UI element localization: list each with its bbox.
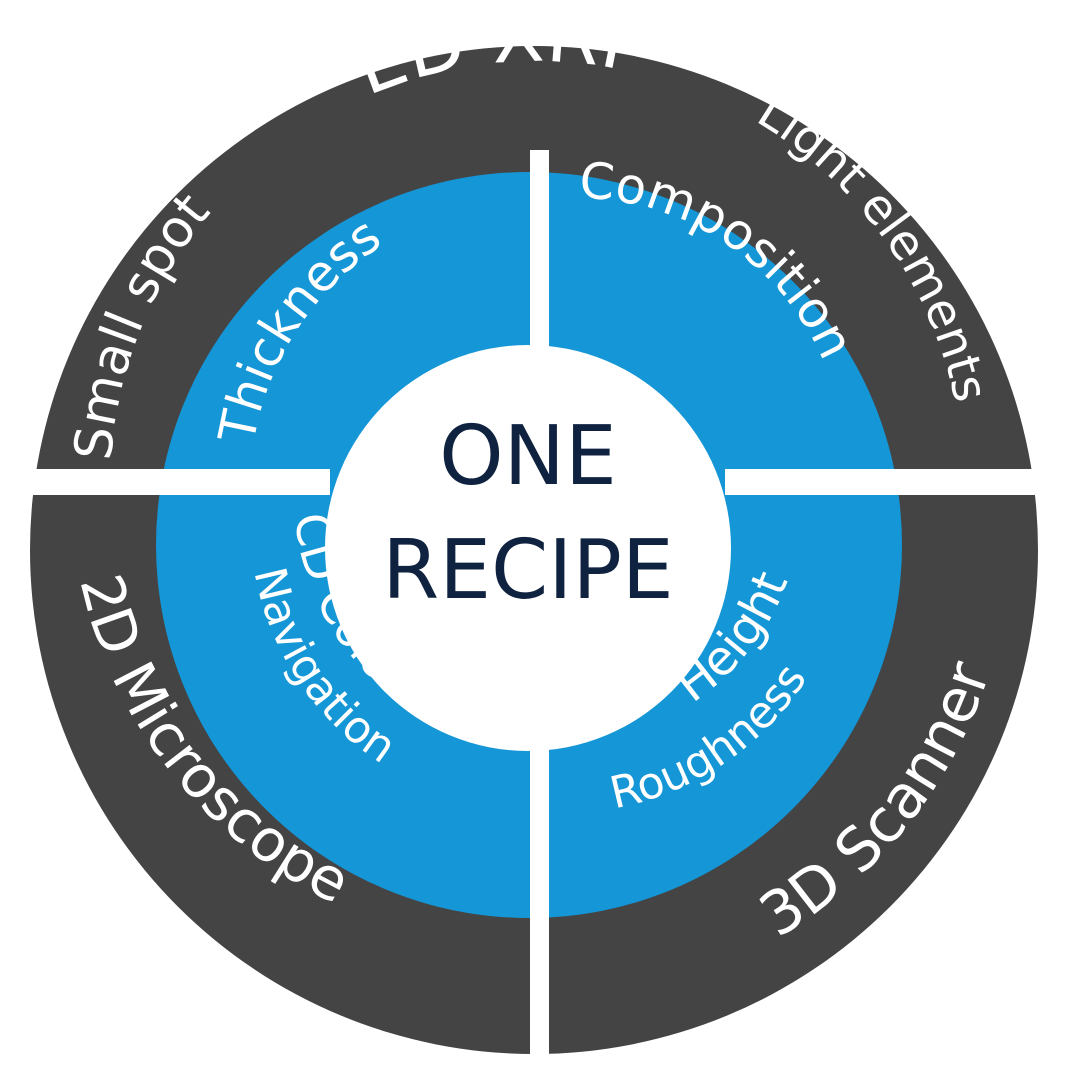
center-label-recipe: RECIPE — [382, 523, 673, 618]
center-disc — [325, 345, 731, 751]
separator-vertical-bottom — [530, 722, 549, 1080]
separator-left-horizontal — [0, 469, 330, 495]
ring-separators — [0, 150, 1080, 1080]
separator-right-horizontal — [725, 469, 1080, 495]
center-label-one: ONE — [439, 409, 617, 504]
separator-vertical-top — [530, 150, 549, 346]
